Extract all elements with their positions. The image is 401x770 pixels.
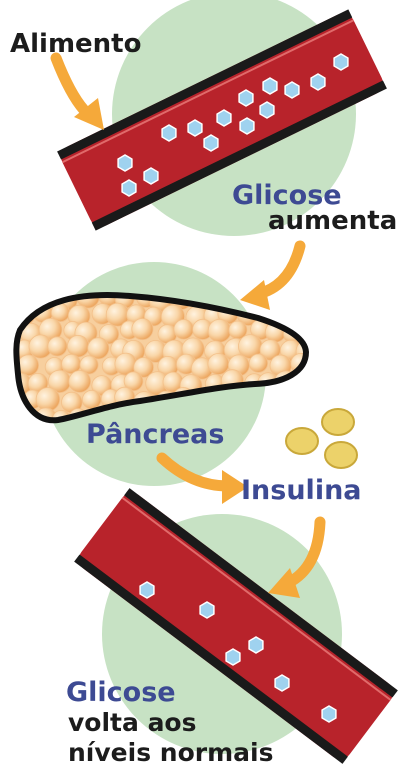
pancreas-cell — [174, 320, 194, 340]
glucose-crystal-icon — [260, 102, 274, 118]
pancreas-cell — [298, 405, 320, 427]
glucose-crystal-icon — [239, 90, 253, 106]
pancreas-cell — [67, 335, 89, 357]
glucose-crystal-icon — [118, 155, 132, 171]
glucose-crystal-icon — [263, 78, 277, 94]
pancreas-cell — [307, 319, 331, 343]
pancreas-cell — [306, 356, 324, 374]
glucose-crystal-icon — [200, 602, 214, 618]
glucose-crystal-icon — [204, 135, 218, 151]
pancreas-cell — [295, 301, 319, 325]
pancreas-cell — [299, 373, 320, 394]
pancreas-cell — [132, 319, 153, 340]
returns-label-line1: volta aos — [68, 710, 197, 735]
glucose-crystal-icon — [140, 582, 154, 598]
pancreas-cell — [208, 354, 229, 375]
pancreas-cell — [249, 354, 267, 372]
arrow-head — [240, 280, 270, 310]
insulin-granule-icon — [286, 409, 357, 468]
glucose-crystal-icon — [217, 110, 231, 126]
pancreas-cell — [266, 391, 285, 410]
glucose-crystal-icon — [285, 82, 299, 98]
glucose-label-top: Glicose — [232, 182, 342, 209]
glucose-crystal-icon — [240, 118, 254, 134]
pancreas-cell — [22, 289, 41, 308]
pancreas-cell — [310, 288, 329, 307]
glucose-crystal-icon — [122, 180, 136, 196]
pancreas-cell — [277, 405, 300, 428]
glucose-crystal-icon — [188, 120, 202, 136]
pancreas-label: Pâncreas — [86, 421, 224, 448]
glucose-crystal-icon — [334, 54, 348, 70]
glucose-crystal-icon — [162, 125, 176, 141]
glucose-label-bottom: Glicose — [66, 679, 176, 706]
pancreas-cell — [208, 319, 231, 342]
pancreas-cell — [48, 337, 67, 356]
pancreas-cell — [307, 391, 330, 414]
glucose-crystal-icon — [226, 649, 240, 665]
pancreas-cell — [284, 389, 305, 410]
pancreas-cell — [285, 291, 304, 310]
food-label: Alimento — [10, 31, 141, 57]
insulin-label: Insulina — [241, 477, 362, 504]
increases-label: aumenta — [268, 208, 397, 234]
pancreas-cell — [69, 371, 91, 393]
glucose-crystal-icon — [144, 168, 158, 184]
glucose-crystal-icon — [249, 637, 263, 653]
pancreas-cell — [258, 404, 281, 427]
returns-label-line2: níveis normais — [68, 740, 273, 765]
glucose-crystal-icon — [275, 675, 289, 691]
glucose-crystal-icon — [311, 74, 325, 90]
pancreas-cell — [274, 303, 296, 325]
glucose-crystal-icon — [322, 706, 336, 722]
pancreas-cell — [36, 388, 60, 412]
